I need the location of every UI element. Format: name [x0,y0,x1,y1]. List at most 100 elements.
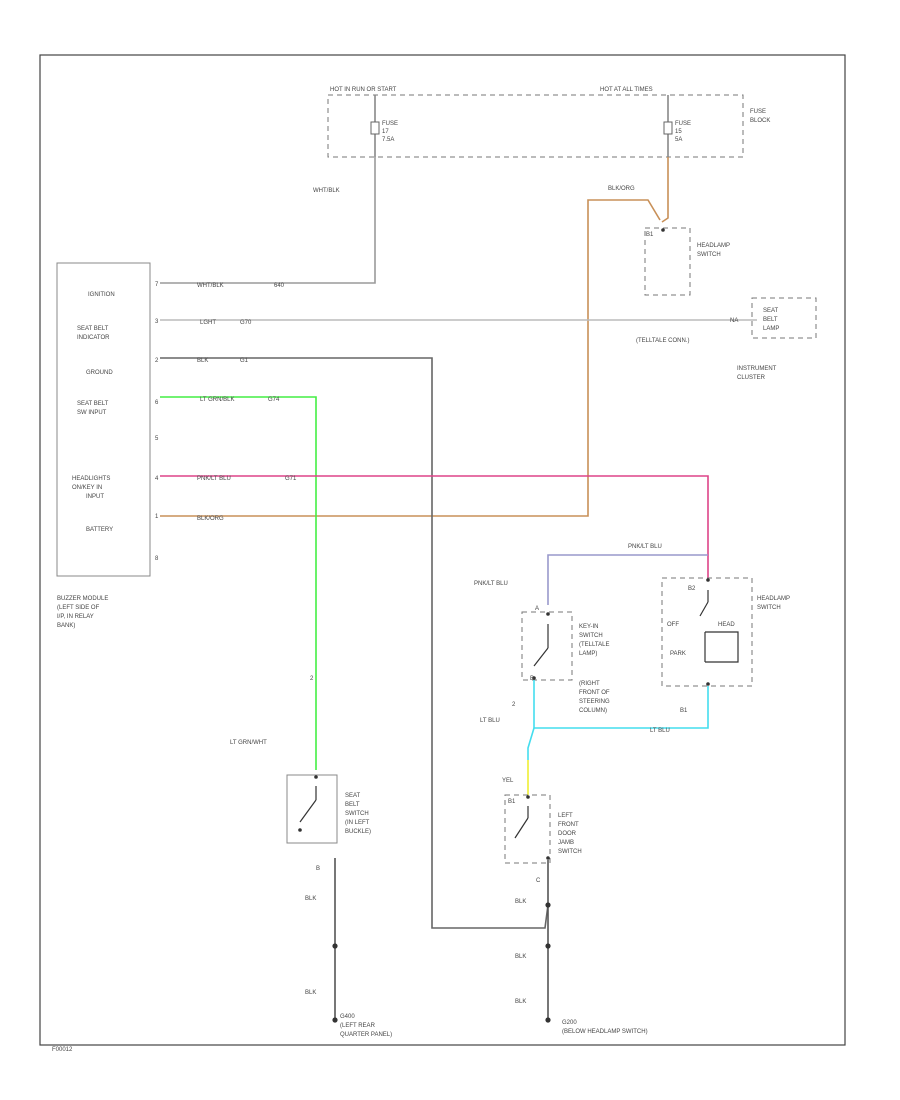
fuse-right-element [663,121,673,135]
module-pin-num-ground: 2 [155,358,159,364]
wire-label-wht-blk-2: WHT/BLK [197,283,224,289]
seat-belt-label-1: SEAT [345,793,361,799]
seat-belt-lamp-3: LAMP [763,326,779,332]
headlamp-blade-1 [699,601,709,617]
wire-label-lt-blu-2: LT BLU [650,728,670,734]
wire-label-indicator: LGHT [200,320,216,326]
wire-label-lt-grn-wht: LT GRN/WHT [230,740,267,746]
headlamp-head: HEAD [718,622,735,628]
headlamp-pin-b1: B1 [680,708,688,714]
wire-label-indicator-circ: G70 [240,320,252,326]
headlamp-bus [705,631,739,663]
splice-left [332,943,338,949]
wire-label-pnk-3: PNK/LT BLU [474,581,508,587]
wire-label-lt-blu-circ: 2 [512,702,516,708]
seat-belt-lamp-outline [751,297,817,339]
door-jamb-switch-outline [504,794,551,864]
headlamp-off: OFF [667,622,679,628]
module-pin-ignition: IGNITION [88,292,115,298]
diagram-frame [39,54,846,1046]
wire-label-lt-grn-circ-2: 2 [310,676,314,682]
headlamp-pin-b2: B2 [688,586,696,592]
key-in-label-4: LAMP) [579,651,597,657]
seat-belt-terminal-top [314,775,318,779]
telltale-conn: (TELLTALE CONN.) [636,338,689,344]
seat-belt-terminal-bottom [298,828,302,832]
module-pin-seat-belt-ind-2: INDICATOR [77,335,110,341]
key-in-pin-a: A [535,606,539,612]
headlamp-switch-outline [661,577,753,687]
headlamp-switch-top-label-2: SWITCH [697,252,721,258]
key-in-location-3: STEERING [579,699,610,705]
headlamp-switch-top-outline [644,227,691,296]
seat-belt-label-4: (IN LEFT [345,820,370,826]
fuse-right-number: 15 [675,129,682,135]
module-label-2: (LEFT SIDE OF [57,605,100,611]
fuse-block-label-1: FUSE [750,109,766,115]
seat-belt-switch-box [286,774,338,844]
module-pin-headlights-1: HEADLIGHTS [72,476,110,482]
door-jamb-label-4: JAMB [558,840,574,846]
headlamp-switch-top-label-1: HEADLAMP [697,243,730,249]
wire-label-ground: BLK [197,358,208,364]
wire-ground [160,357,549,929]
seat-belt-pin-b: B [316,866,320,872]
module-pin-num-spare: 8 [155,556,159,562]
wire-label-blk-right-2: BLK [515,954,526,960]
headlamp-label-2: SWITCH [757,605,781,611]
key-in-location-1: (RIGHT [579,681,600,687]
wire-label-blk-org: BLK/ORG [608,186,635,192]
wire-label-blk-left: BLK [305,896,316,902]
module-label-1: BUZZER MODULE [57,596,108,602]
module-pin-num-indicator: 3 [155,319,159,325]
headlamp-park: PARK [670,651,686,657]
wire-label-blk-left-2: BLK [305,990,316,996]
seat-belt-label-2: BELT [345,802,360,808]
key-in-pin-b: B [530,676,534,682]
seat-belt-label-5: BUCKLE) [345,829,371,835]
key-in-label-1: KEY-IN [579,624,598,630]
door-jamb-label-3: DOOR [558,831,577,837]
wire-lt-blu [533,680,709,729]
wire-label-blk-org-2: BLK/ORG [197,516,224,522]
ground-left-2: (LEFT REAR [340,1023,376,1029]
door-jamb-pin-c: C [536,878,541,884]
headlamp-switch-top-pin: B1 [646,232,654,238]
module-pin-num-ignition: 7 [155,282,159,288]
fuse-left-element [370,121,380,135]
key-in-terminal-a [546,612,550,616]
wire-label-ground-circ: G1 [240,358,249,364]
fuse-block: HOT IN RUN OR START HOT AT ALL TIMES FUS… [327,87,770,158]
wire-lt-grn [160,396,317,770]
door-jamb-label-5: SWITCH [558,849,582,855]
wire-wht-blk [160,157,376,284]
seat-belt-switch: SEAT BELT SWITCH (IN LEFT BUCKLE) B [286,774,371,872]
wire-label-blk-right: BLK [515,899,526,905]
door-jamb-label-2: FRONT [558,822,579,828]
headlamp-terminal-b1 [706,682,710,686]
headlamp-switch-top: B1 HEADLAMP SWITCH [644,227,730,296]
key-in-switch-outline [521,611,573,681]
fuse-block-outline [327,94,744,158]
fuse-left-name: FUSE [382,121,398,127]
wire-pnk-lt-blu-2 [547,554,708,605]
ground-right-2: (BELOW HEADLAMP SWITCH) [562,1029,648,1035]
wire-label-wht-blk: WHT/BLK [313,188,340,194]
fuse-right-rating: 5A [675,137,682,143]
wire-label-lt-grn: LT GRN/BLK [200,397,234,403]
module-pin-num-swinput: 6 [155,400,159,406]
wire-label-pnk: PNK/LT BLU [197,476,231,482]
door-jamb-switch: B1 LEFT FRONT DOOR JAMB SWITCH [504,794,582,864]
wire-label-blk-right-3: BLK [515,999,526,1005]
ground-left-1: G400 [340,1014,355,1020]
wire-blk-org-fuse [661,157,669,223]
key-in-switch: A B KEY-IN SWITCH (TELLTALE LAMP) (RIGHT… [521,606,610,714]
seat-belt-label-3: SWITCH [345,811,369,817]
headlamp-switch: B2 OFF HEAD PARK HEADLAMP SWITCH B1 [661,577,790,714]
ground-left-point [332,1017,338,1023]
instrument-cluster-1: INSTRUMENT [737,366,777,372]
ground-left-3: QUARTER PANEL) [340,1032,392,1038]
headlamp-terminal-b2 [706,578,710,582]
module-pin-battery: BATTERY [86,527,113,533]
module-pin-seat-belt-ind-1: SEAT BELT [77,326,109,332]
